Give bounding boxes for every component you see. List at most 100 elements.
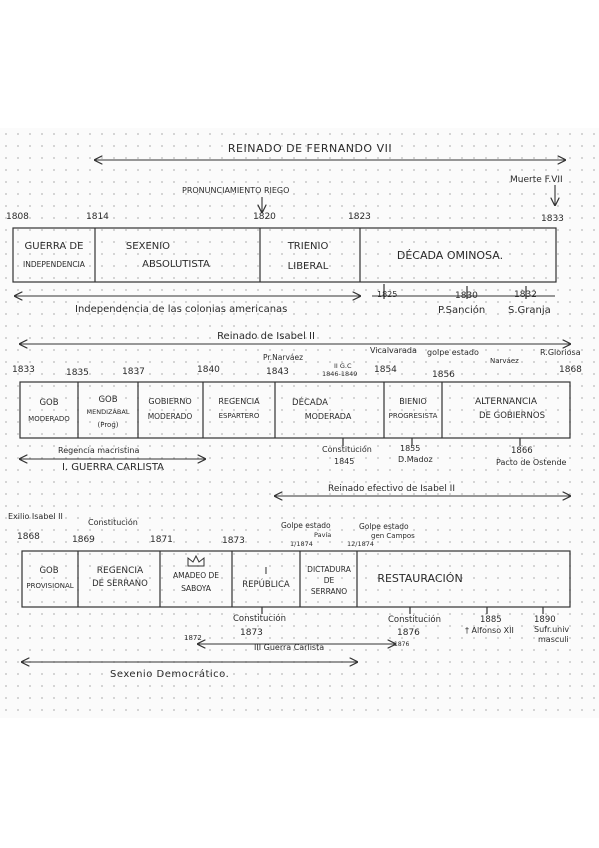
note-muerte: Muerte F.VII <box>510 175 563 185</box>
timeline-2-title: Reinado de Isabel II <box>217 331 315 342</box>
year-label: 1869 <box>72 535 95 545</box>
svg-text:1845: 1845 <box>334 457 354 466</box>
note-sufragio-universal: Sufr.univ <box>534 625 569 634</box>
svg-text:MODERADA: MODERADA <box>305 412 352 421</box>
year-label: 1835 <box>66 368 89 378</box>
svg-text:MODERADO: MODERADO <box>28 415 70 423</box>
note-sexenio-democratico: Sexenio Democrático. <box>110 668 229 680</box>
year-label: 1854 <box>374 365 397 375</box>
note-ley-madoz: D.Madoz <box>398 455 433 464</box>
svg-text:1832: 1832 <box>514 290 537 300</box>
timeline-sexenio-restauracion: Exilio Isabel II Constitución Golpe esta… <box>8 512 571 680</box>
note-regencia-maria-cristina: Regencia macristina <box>58 446 139 455</box>
period-decada-moderada: DÉCADA <box>292 396 328 408</box>
svg-text:ABSOLUTISTA: ABSOLUTISTA <box>142 259 210 270</box>
year-label: 1868 <box>17 532 40 542</box>
svg-text:1876: 1876 <box>397 628 420 638</box>
year-label: 1837 <box>122 367 145 377</box>
svg-text:1890: 1890 <box>534 615 556 625</box>
svg-text:Pr.Narváez: Pr.Narváez <box>263 353 303 362</box>
svg-text:LIBERAL: LIBERAL <box>288 261 329 272</box>
svg-text:PROGRESISTA: PROGRESISTA <box>389 412 438 420</box>
period-regencia-espartero: REGENCIA <box>218 397 260 406</box>
svg-text:Golpe estado: Golpe estado <box>359 522 409 531</box>
note-pacto-ostende: Pacto de Ostende <box>496 458 567 467</box>
period-gob-mendizabal: GOB <box>98 395 117 405</box>
svg-text:Exilio Isabel II: Exilio Isabel II <box>8 512 63 521</box>
svg-text:1/1874: 1/1874 <box>290 540 313 548</box>
year-label: 1808 <box>6 212 29 222</box>
note-reinado-efectivo: Reinado efectivo de Isabel II <box>328 484 455 494</box>
svg-text:Vicalvarada: Vicalvarada <box>370 346 417 355</box>
note-tercera-guerra-carlista: III Guerra Carlista <box>254 643 324 652</box>
svg-text:INDEPENDENCIA: INDEPENDENCIA <box>23 260 86 269</box>
svg-text:12/1874: 12/1874 <box>347 540 374 548</box>
period-alternancia-gobiernos: ALTERNANCIA <box>475 397 538 407</box>
period-regencia-serrano: REGENCIA <box>97 566 144 576</box>
period-guerra-independencia: GUERRA DE <box>25 241 84 252</box>
period-gob-moderado: GOB <box>39 398 58 408</box>
crown-icon <box>187 554 205 567</box>
period-restauracion: RESTAURACIÓN <box>377 572 462 585</box>
periods-box <box>12 227 557 283</box>
svg-text:MENDIZÁBAL: MENDIZÁBAL <box>87 407 130 416</box>
svg-text:DE GOBIERNOS: DE GOBIERNOS <box>479 411 545 421</box>
period-gobierno-moderado: GOBIERNO <box>148 397 191 406</box>
svg-text:Pavía: Pavía <box>314 531 331 539</box>
svg-text:masculi: masculi <box>538 635 569 644</box>
svg-text:1866: 1866 <box>511 446 533 456</box>
period-primera-republica: I <box>265 566 268 577</box>
period-trienio-liberal: TRIENIO <box>287 241 329 252</box>
year-label: 1873 <box>222 536 245 546</box>
year-label: 1843 <box>266 367 289 377</box>
svg-text:II G.C: II G.C <box>334 362 352 370</box>
svg-text:SERRANO: SERRANO <box>311 587 347 596</box>
year-label: 1814 <box>86 212 109 222</box>
periods-box <box>21 550 571 608</box>
period-gob-provisional: GOB <box>39 566 58 576</box>
svg-text:Golpe estado: Golpe estado <box>281 521 331 530</box>
note-pragmatica-sancion: P.Sanción <box>438 304 485 316</box>
svg-text:MODERADO: MODERADO <box>148 412 193 421</box>
svg-text:gen Campos: gen Campos <box>371 532 415 540</box>
svg-text:1872: 1872 <box>184 634 202 642</box>
year-label: 1833 <box>541 214 564 224</box>
svg-text:ESPARTERO: ESPARTERO <box>219 412 260 420</box>
svg-text:DE SERRANO: DE SERRANO <box>92 579 148 589</box>
note-riego: PRONUNCIAMIENTO RIEGO <box>182 186 289 195</box>
svg-text:Constitución: Constitución <box>388 614 441 625</box>
svg-text:PROVISIONAL: PROVISIONAL <box>26 582 73 590</box>
year-label: 1856 <box>432 370 455 380</box>
svg-text:Narváez: Narváez <box>490 357 519 365</box>
dotted-grid-paper <box>0 128 599 718</box>
svg-text:1855: 1855 <box>400 444 420 453</box>
note-granja: S.Granja <box>508 305 551 316</box>
year-label: 1823 <box>348 212 371 222</box>
period-amadeo-saboya: AMADEO DE <box>173 571 219 580</box>
periods-box <box>19 381 571 439</box>
svg-text:Constitución: Constitución <box>88 517 138 527</box>
year-label: 1820 <box>253 212 276 222</box>
period-bienio-progresista: BIENIO <box>399 397 427 406</box>
year-label: 1871 <box>150 535 173 545</box>
period-sexenio-absolutista: SEXENIO <box>126 241 170 252</box>
note-independencia-colonias: Independencia de las colonias americanas <box>75 304 287 315</box>
year-label: 1840 <box>197 365 220 375</box>
svg-text:1873: 1873 <box>240 628 263 638</box>
svg-text:SABOYA: SABOYA <box>181 584 212 593</box>
svg-text:Constitución: Constitución <box>322 444 372 454</box>
svg-text:Constitución: Constitución <box>233 613 286 624</box>
svg-text:1825: 1825 <box>377 290 397 299</box>
period-dictadura-serrano: DICTADURA <box>307 565 352 574</box>
period-decada-ominosa: DÉCADA OMINOSA. <box>397 249 503 262</box>
svg-text:REPÚBLICA: REPÚBLICA <box>242 578 290 590</box>
note-primera-guerra-carlista: I. GUERRA CARLISTA <box>62 462 164 473</box>
svg-text:1885: 1885 <box>480 615 502 625</box>
year-label: 1833 <box>12 365 35 375</box>
svg-text:golpe estado: golpe estado <box>427 348 479 357</box>
svg-text:DE: DE <box>324 576 335 585</box>
timeline-1-title: REINADO DE FERNANDO VII <box>228 142 392 155</box>
timeline-fernando-vii: REINADO DE FERNANDO VII PRONUNCIAMIENTO … <box>6 142 565 316</box>
